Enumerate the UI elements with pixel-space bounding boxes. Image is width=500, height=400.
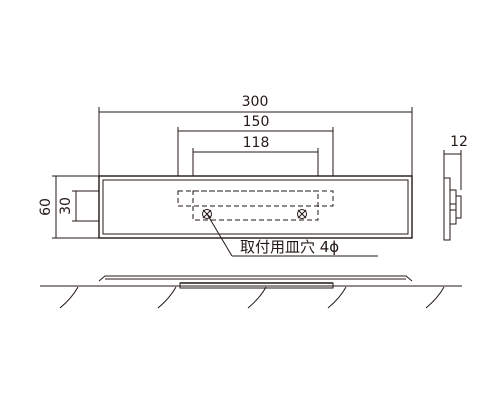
dimension-overall-height: 60: [38, 175, 99, 239]
screw-hole-right: [297, 209, 307, 219]
side-view: 12: [443, 134, 468, 241]
dimension-60-text: 60: [38, 198, 54, 216]
plate-front-view: [98, 175, 413, 239]
dimension-hole-pitch: 118: [192, 135, 319, 176]
dimension-30-text: 30: [58, 197, 74, 215]
dimension-holder-width: 150: [177, 114, 334, 176]
dimension-12-text: 12: [450, 134, 468, 150]
floor-line: [40, 285, 462, 309]
callout-label: 取付用皿穴 4ϕ: [240, 238, 339, 256]
dimension-118-text: 118: [243, 135, 270, 151]
hidden-holder-outline: [177, 190, 334, 221]
dimension-300-text: 300: [242, 94, 269, 110]
mounting-hole-callout: 取付用皿穴 4ϕ: [206, 213, 378, 257]
dimension-overall-width: 300: [98, 94, 413, 176]
dimension-150-text: 150: [243, 114, 270, 130]
dimension-holder-height: 30: [58, 190, 99, 222]
